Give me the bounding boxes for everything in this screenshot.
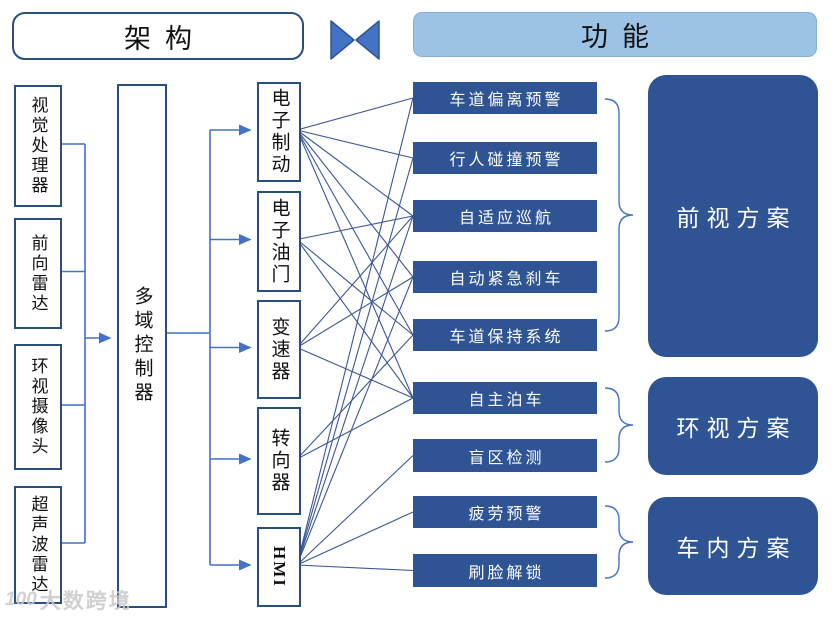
- solution-box-2: 车内方案: [648, 497, 818, 595]
- actuator-box-0: 电子制动: [257, 82, 301, 182]
- sensor-box-2: 环视摄像头: [14, 344, 62, 470]
- brace-1: [604, 387, 634, 463]
- sensor-box-3: 超声波雷达: [14, 486, 62, 604]
- function-box-2: 自适应巡航: [413, 200, 597, 232]
- architecture-header: 架构: [12, 12, 304, 60]
- actuator-box-3: 转向器: [257, 407, 301, 515]
- watermark-text: 大数跨境: [39, 590, 132, 613]
- function-box-4: 车道保持系统: [413, 319, 597, 351]
- solution-box-0: 前视方案: [648, 75, 818, 357]
- actuator-box-4: HMI: [257, 527, 301, 607]
- function-box-6: 盲区检测: [413, 439, 597, 472]
- brace-2: [604, 505, 634, 579]
- watermark: 100 大数跨境: [5, 585, 132, 615]
- sensor-box-0: 视觉处理器: [14, 85, 62, 207]
- bowtie-icon: [330, 20, 380, 60]
- function-box-5: 自主泊车: [413, 382, 597, 414]
- function-box-0: 车道偏离预警: [413, 82, 597, 114]
- function-box-1: 行人碰撞预警: [413, 142, 597, 174]
- controller-box: 多域控制器: [117, 84, 167, 608]
- function-box-3: 自动紧急刹车: [413, 261, 597, 293]
- actuator-box-2: 变速器: [257, 300, 301, 399]
- function-box-8: 刷脸解锁: [413, 554, 597, 587]
- brace-0: [604, 98, 634, 332]
- function-header: 功能: [413, 12, 817, 57]
- actuator-box-1: 电子油门: [257, 191, 301, 292]
- watermark-logo-icon: 100: [5, 589, 37, 610]
- solution-box-1: 环视方案: [648, 377, 818, 475]
- function-box-7: 疲劳预警: [413, 496, 597, 528]
- sensor-box-1: 前向雷达: [14, 218, 62, 329]
